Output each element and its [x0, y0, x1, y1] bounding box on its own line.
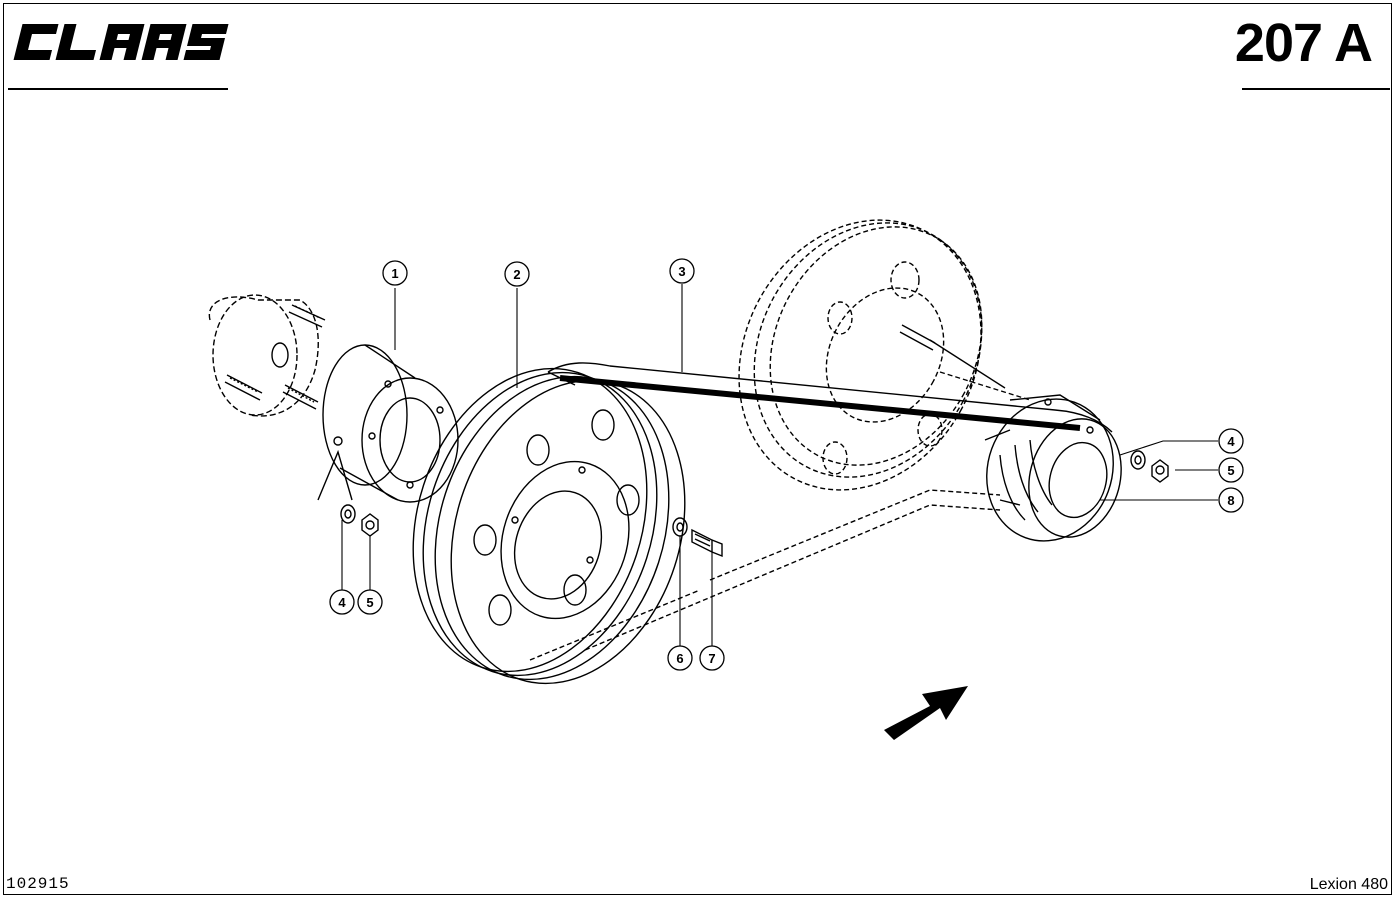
callout-5-left: 5	[357, 589, 383, 615]
phantom-studs	[899, 324, 1006, 389]
callout-4-left: 4	[329, 589, 355, 615]
callout-4-right: 4	[1218, 428, 1244, 454]
model-name: Lexion 480	[1309, 876, 1388, 893]
svg-text:4: 4	[1227, 434, 1235, 449]
small-v-belt-pulley	[984, 394, 1122, 542]
phantom-pulley	[529, 219, 1031, 661]
claas-logo	[13, 24, 229, 60]
drawing-number: 102915	[6, 875, 70, 893]
svg-text:8: 8	[1227, 493, 1234, 508]
callout-5-right: 5	[1218, 457, 1244, 483]
svg-text:7: 7	[708, 651, 715, 666]
callout-6: 6	[667, 645, 693, 671]
page-frame	[3, 3, 1392, 895]
clamping-bush	[317, 344, 459, 503]
bolt	[691, 528, 723, 558]
svg-text:3: 3	[678, 264, 685, 279]
svg-text:4: 4	[338, 595, 346, 610]
callout-3: 3	[669, 258, 695, 284]
callout-2: 2	[504, 261, 530, 287]
large-v-belt-pulley	[412, 367, 686, 685]
callout-8: 8	[1218, 487, 1244, 513]
nut-right	[1151, 459, 1169, 483]
page-number: 207 A	[1234, 13, 1373, 73]
washer-right	[1130, 450, 1146, 470]
svg-text:2: 2	[513, 267, 520, 282]
direction-arrow-icon	[884, 686, 968, 740]
svg-text:5: 5	[1227, 463, 1234, 478]
washer-bolt	[672, 517, 688, 537]
leader-lines	[341, 284, 1218, 648]
header-rule-left	[8, 88, 228, 90]
nut-left	[361, 513, 379, 537]
left-shaft-hub	[208, 294, 326, 417]
callout-7: 7	[699, 645, 725, 671]
washer-left	[340, 504, 356, 524]
callout-1: 1	[382, 260, 408, 286]
svg-text:6: 6	[676, 651, 683, 666]
svg-text:1: 1	[391, 266, 398, 281]
v-belt	[547, 362, 1113, 433]
header-rule-right	[1242, 88, 1390, 90]
svg-text:5: 5	[366, 595, 373, 610]
